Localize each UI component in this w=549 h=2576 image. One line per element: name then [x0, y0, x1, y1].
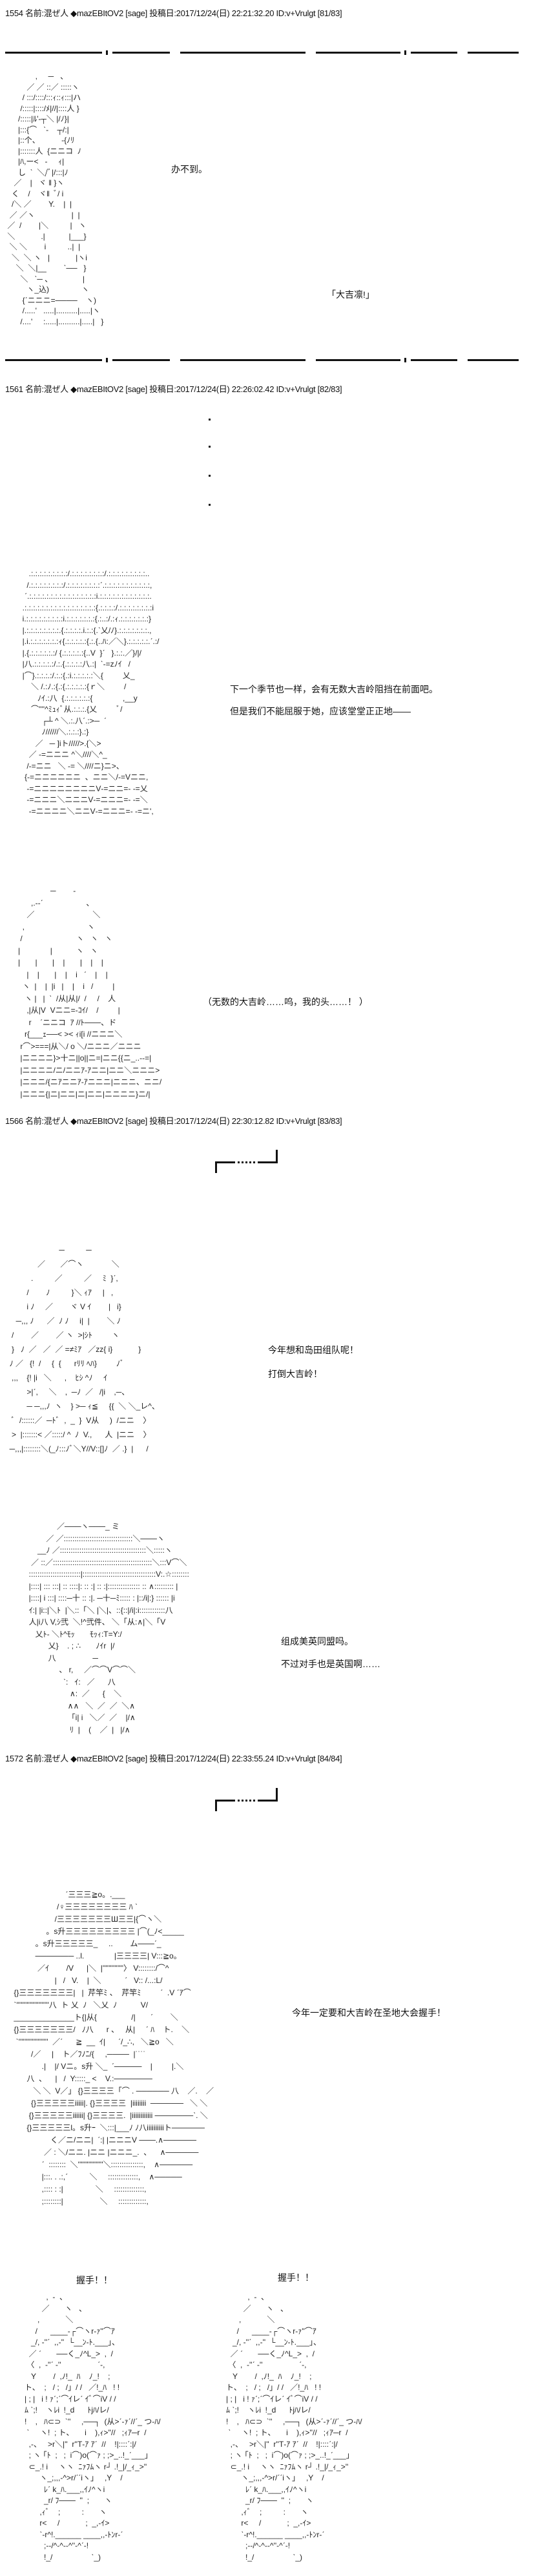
- dialogue-line: 组成美英同盟吗。: [281, 1636, 353, 1646]
- post-header: 1554 名前:混ぜ人 ◆mazEBItOV2 [sage] 投稿日:2017/…: [5, 8, 342, 18]
- dialogue-line: 今年一定要和大吉岭在圣地大会握手！: [292, 2008, 446, 2018]
- separator: [5, 358, 519, 362]
- ellipsis-dot: [209, 419, 211, 421]
- post-header: 1572 名前:混ぜ人 ◆mazEBItOV2 [sage] 投稿日:2017/…: [5, 1754, 342, 1763]
- ellipsis-dot: [209, 504, 211, 506]
- dialogue-line: 握手！！: [278, 2272, 314, 2283]
- dialogue-line: 握手！！: [76, 2275, 112, 2285]
- frame-bracket: [215, 1148, 278, 1174]
- separator: [5, 50, 519, 55]
- dialogue-line: 「大吉凛!」: [327, 289, 375, 300]
- ascii-art-figure: , ─ 、 ／ ／ ::／ :::::ヽ / :::/::::/:::ｨ::ｨ:…: [7, 72, 104, 326]
- dialogue-line: 今年想和岛田组队呢！: [268, 1345, 358, 1355]
- dialogue-line: 打倒大吉岭！: [268, 1369, 322, 1379]
- post-header: 1566 名前:混ぜ人 ◆mazEBItOV2 [sage] 投稿日:2017/…: [5, 1116, 342, 1126]
- ascii-art-figure: .:.:.:.:.:.:.:.:.:/.:.:.:.:.:.:.:.:/.:.:…: [22, 569, 160, 816]
- ascii-art-figure: ─ - ,.-‐ˊ 、 ／ ＼ , ヽ / ヽ ヽ ヽ | |: [18, 886, 162, 1099]
- dialogue-line: （无数的大吉岭……呜，我的头……！ ）: [203, 997, 368, 1007]
- post-header: 1561 名前:混ぜ人 ◆mazEBItOV2 [sage] 投稿日:2017/…: [5, 384, 342, 394]
- ascii-art-figure-right: , - 、 ／ ヽ 、 , ＼ / ____‐┌⌒ヽr‐ｧ''⌒ｱ _/, ‐'…: [226, 2292, 362, 2562]
- ascii-art-figure: ／───ヽ───_ ミ ／ ／:::::::::::::::::::::::::…: [28, 1522, 189, 1734]
- ellipsis-dot: [209, 475, 211, 477]
- dialogue-line: 办不到。: [171, 164, 207, 174]
- frame-bracket: [215, 1787, 278, 1813]
- ellipsis-dot: [209, 446, 211, 448]
- ascii-art-figure: ─ ─ ／ ／⌒ヽ ＼ . ／ ／ ﾐ }ˊ, / ﾉ }＼ ｨｱ | , i …: [9, 1245, 160, 1453]
- ascii-art-figure: ˊ三三三≧o。.___ /♀三三三三三三三三 ﾊ ˋ /三三三三三三三Ш三三|{…: [14, 1890, 214, 2206]
- dialogue-line: 但是我们不能屈服于她，应该堂堂正正地——: [230, 706, 411, 716]
- dialogue-line: 下一个季节也一样，会有无数大吉岭阻挡在前面吧。: [230, 684, 438, 694]
- dialogue-line: 不过对手也是英国啊……: [281, 1659, 380, 1669]
- ascii-art-figure-left: , - 、 ／ ヽ 、 , ＼ / ____‐┌⌒ヽr‐ｧ''⌒ｱ _/, ‐'…: [25, 2292, 161, 2562]
